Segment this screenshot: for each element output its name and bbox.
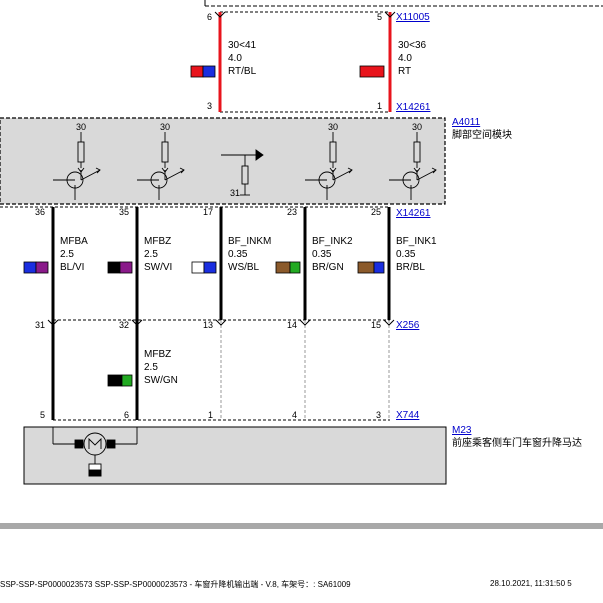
wire-color-label: BR/BL	[396, 262, 425, 273]
pin-number: 3	[376, 410, 381, 420]
wire-color-label: SW/GN	[144, 375, 178, 386]
pin-number: 4	[292, 410, 297, 420]
color-swatch-red	[359, 65, 385, 78]
connector-link-x11005[interactable]: X11005	[396, 12, 430, 23]
wire-signal-label: MFBZ	[144, 236, 171, 247]
color-swatch-blue	[203, 261, 217, 274]
wire-color-label: RT/BL	[228, 66, 257, 77]
top-connector-box	[219, 11, 391, 113]
wire-size-label: 2.5	[60, 249, 74, 260]
wire-signal-label: MFBA	[60, 236, 88, 247]
pin-number: 35	[119, 207, 129, 217]
pin-number: 13	[203, 320, 213, 330]
connector-link-x14261-top[interactable]: X14261	[396, 102, 431, 113]
wire-color-label: BR/GN	[312, 262, 344, 273]
footer-timestamp: 28.10.2021, 11:31:50 5	[490, 579, 572, 588]
connector-link-x14261-bottom[interactable]: X14261	[396, 208, 431, 219]
wire-size-label: 0.35	[396, 249, 416, 260]
module-id-link[interactable]: A4011	[452, 117, 481, 128]
motor-symbol	[52, 427, 138, 477]
pin-number: 3	[207, 101, 212, 111]
motor-id-link[interactable]: M23	[452, 425, 472, 436]
supply-pin-label: 30	[328, 122, 338, 132]
wire-color-label: BL/VI	[60, 262, 84, 273]
color-swatch-red	[190, 65, 204, 78]
supply-pin-label: 30	[76, 122, 86, 132]
color-swatch-violet	[119, 261, 133, 274]
pin-number: 23	[287, 207, 297, 217]
wire-size-label: 2.5	[144, 249, 158, 260]
supply-pin-label: 30	[412, 122, 422, 132]
color-swatch-black	[107, 374, 123, 387]
wire-size-label: 2.5	[144, 362, 158, 373]
color-swatch-green	[121, 374, 133, 387]
footwell-module-box[interactable]	[0, 117, 446, 205]
pin-number: 1	[377, 101, 382, 111]
color-swatch-blue	[202, 65, 216, 78]
wire-color-label: RT	[398, 66, 411, 77]
color-swatch-black	[107, 261, 121, 274]
pull-resistor	[221, 149, 264, 196]
pin-number: 15	[371, 320, 381, 330]
color-swatch-green	[289, 261, 301, 274]
wire-size-label: 4.0	[228, 53, 242, 64]
page-separator	[0, 523, 603, 529]
supply-pin-label: 30	[160, 122, 170, 132]
wire-signal-label: MFBZ	[144, 349, 171, 360]
wire-size-label: 0.35	[228, 249, 248, 260]
module-name: 脚部空间模块	[452, 128, 512, 141]
ground-label: 31	[230, 188, 240, 198]
transistor-3	[305, 132, 353, 200]
color-swatch-blue	[373, 261, 385, 274]
pin-number: 14	[287, 320, 297, 330]
pin-number: 25	[371, 207, 381, 217]
pin-number: 31	[35, 320, 45, 330]
color-swatch-blue	[23, 261, 37, 274]
wire-size-label: 4.0	[398, 53, 412, 64]
transistor-4	[389, 132, 437, 200]
motor-name: 前座乘客侧车门车窗升降马达	[452, 436, 582, 449]
wire-signal-label: BF_INKM	[228, 236, 271, 247]
transistor-2	[137, 132, 185, 200]
wire-color-label: SW/VI	[144, 262, 172, 273]
color-swatch-violet	[35, 261, 49, 274]
lower-connector-box	[47, 319, 395, 421]
pin-number: 5	[377, 12, 382, 22]
footer-document-info: SSP-SSP-SP0000023573 SSP-SSP-SP000002357…	[0, 580, 351, 589]
wire-color-label: WS/BL	[228, 262, 260, 273]
pin-number: 5	[40, 410, 45, 420]
wire-fuse-label: 30<41	[228, 40, 257, 51]
color-swatch-white	[191, 261, 205, 274]
pin-number: 1	[208, 410, 213, 420]
pin-number: 17	[203, 207, 213, 217]
color-swatch-brown	[275, 261, 291, 274]
wire-signal-label: BF_INK2	[312, 236, 353, 247]
wire-fuse-label: 30<36	[398, 40, 427, 51]
connector-link-x256[interactable]: X256	[396, 320, 420, 331]
transistor-1	[53, 132, 101, 200]
pin-number: 32	[119, 320, 129, 330]
wire-signal-label: BF_INK1	[396, 236, 437, 247]
connector-link-x744[interactable]: X744	[396, 410, 420, 421]
pin-number: 6	[124, 410, 129, 420]
color-swatch-brown	[357, 261, 375, 274]
wire-size-label: 0.35	[312, 249, 332, 260]
middle-connector-box	[0, 206, 391, 321]
pin-number: 6	[207, 12, 212, 22]
pin-number: 36	[35, 207, 45, 217]
